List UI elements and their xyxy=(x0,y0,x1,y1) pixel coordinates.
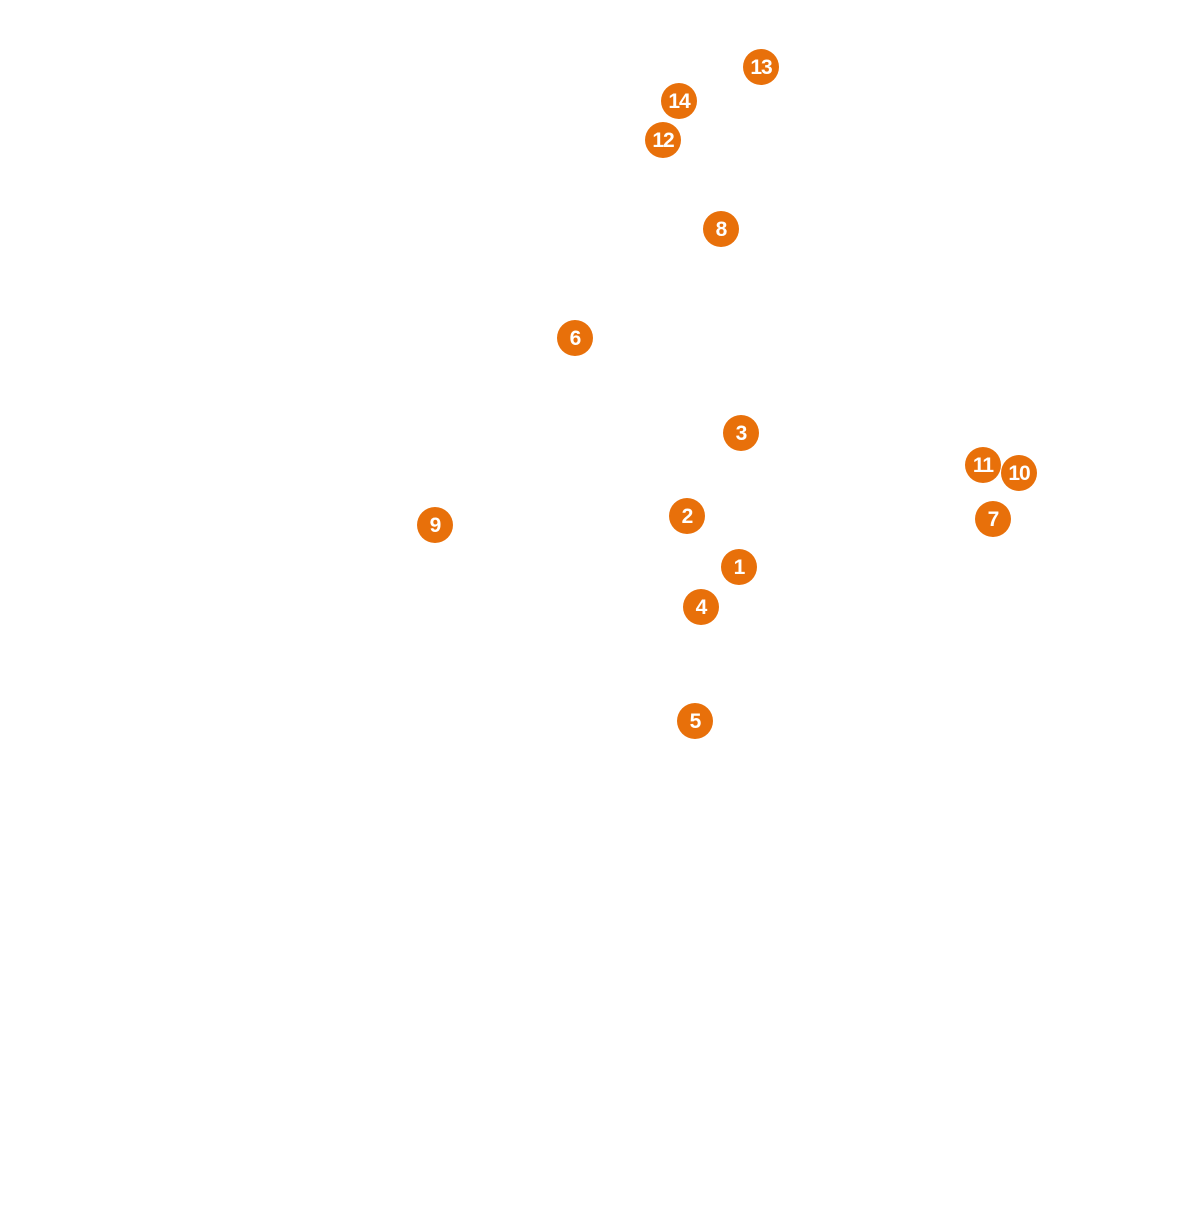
map-marker-14[interactable]: 14 xyxy=(661,83,697,119)
map-marker-12[interactable]: 12 xyxy=(645,122,681,158)
map-marker-9[interactable]: 9 xyxy=(417,507,453,543)
map-marker-label: 14 xyxy=(668,89,690,113)
map-marker-label: 8 xyxy=(715,217,728,241)
map-marker-10[interactable]: 10 xyxy=(1001,455,1037,491)
map-marker-label: 3 xyxy=(735,421,748,445)
map-marker-13[interactable]: 13 xyxy=(743,49,779,85)
map-marker-4[interactable]: 4 xyxy=(683,589,719,625)
map-marker-label: 13 xyxy=(750,55,772,79)
map-marker-label: 6 xyxy=(569,326,582,350)
map-marker-2[interactable]: 2 xyxy=(669,498,705,534)
map-marker-label: 9 xyxy=(429,513,442,537)
map-marker-6[interactable]: 6 xyxy=(557,320,593,356)
map-marker-label: 11 xyxy=(972,453,994,477)
map-marker-label: 1 xyxy=(733,555,746,579)
map-marker-label: 12 xyxy=(652,128,674,152)
map-marker-label: 10 xyxy=(1008,461,1030,485)
map-marker-3[interactable]: 3 xyxy=(723,415,759,451)
map-marker-1[interactable]: 1 xyxy=(721,549,757,585)
map-marker-11[interactable]: 11 xyxy=(965,447,1001,483)
map-marker-label: 5 xyxy=(689,709,702,733)
map-marker-8[interactable]: 8 xyxy=(703,211,739,247)
map-marker-label: 4 xyxy=(695,595,708,619)
map-marker-7[interactable]: 7 xyxy=(975,501,1011,537)
map-marker-5[interactable]: 5 xyxy=(677,703,713,739)
map-marker-label: 2 xyxy=(681,504,694,528)
map-marker-label: 7 xyxy=(987,507,1000,531)
